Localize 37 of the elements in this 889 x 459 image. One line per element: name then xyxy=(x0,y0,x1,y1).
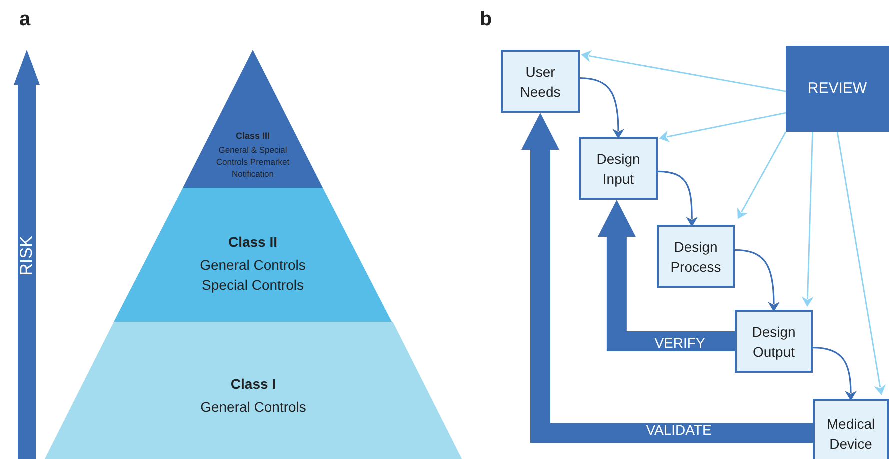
feedback-arrow xyxy=(598,200,735,352)
arrow xyxy=(734,249,780,312)
tier-title: Class I xyxy=(230,376,278,393)
axis-label: RISK xyxy=(17,236,37,276)
process-box xyxy=(735,310,813,373)
box-label: REVIEW xyxy=(808,79,868,99)
tier-description: General Controls Special Controls xyxy=(199,256,307,295)
arrow xyxy=(738,132,787,220)
tier-description: General & Special Controls Premarket Notification xyxy=(215,144,291,181)
box-label: Design Input xyxy=(596,150,642,188)
arrow xyxy=(581,50,786,92)
pyramid-tier xyxy=(45,322,462,459)
review-box xyxy=(786,46,889,132)
arrow xyxy=(659,112,786,143)
box-label: Design Process xyxy=(670,238,722,276)
process-box xyxy=(813,399,889,459)
tier-title: Class III xyxy=(234,130,272,142)
pyramid-tier xyxy=(183,50,323,188)
box-label: Medical Device xyxy=(826,415,876,454)
edge-label: VERIFY xyxy=(654,335,706,351)
edge-label: VALIDATE xyxy=(646,422,712,438)
arrow xyxy=(812,347,857,401)
panel-label: a xyxy=(19,8,31,32)
process-box xyxy=(579,137,658,200)
process-box xyxy=(657,225,735,288)
arrow xyxy=(802,132,814,307)
tier-description: General Controls xyxy=(200,398,308,417)
tier-title: Class II xyxy=(227,234,279,251)
pyramid-tier xyxy=(114,188,392,322)
box-label: Design Output xyxy=(751,322,797,362)
panel-label: b xyxy=(480,8,492,32)
process-box xyxy=(501,50,580,113)
arrow xyxy=(580,78,624,139)
arrow xyxy=(836,132,886,396)
box-label: User Needs xyxy=(519,62,562,102)
arrow xyxy=(658,170,698,227)
feedback-arrow xyxy=(522,113,813,444)
